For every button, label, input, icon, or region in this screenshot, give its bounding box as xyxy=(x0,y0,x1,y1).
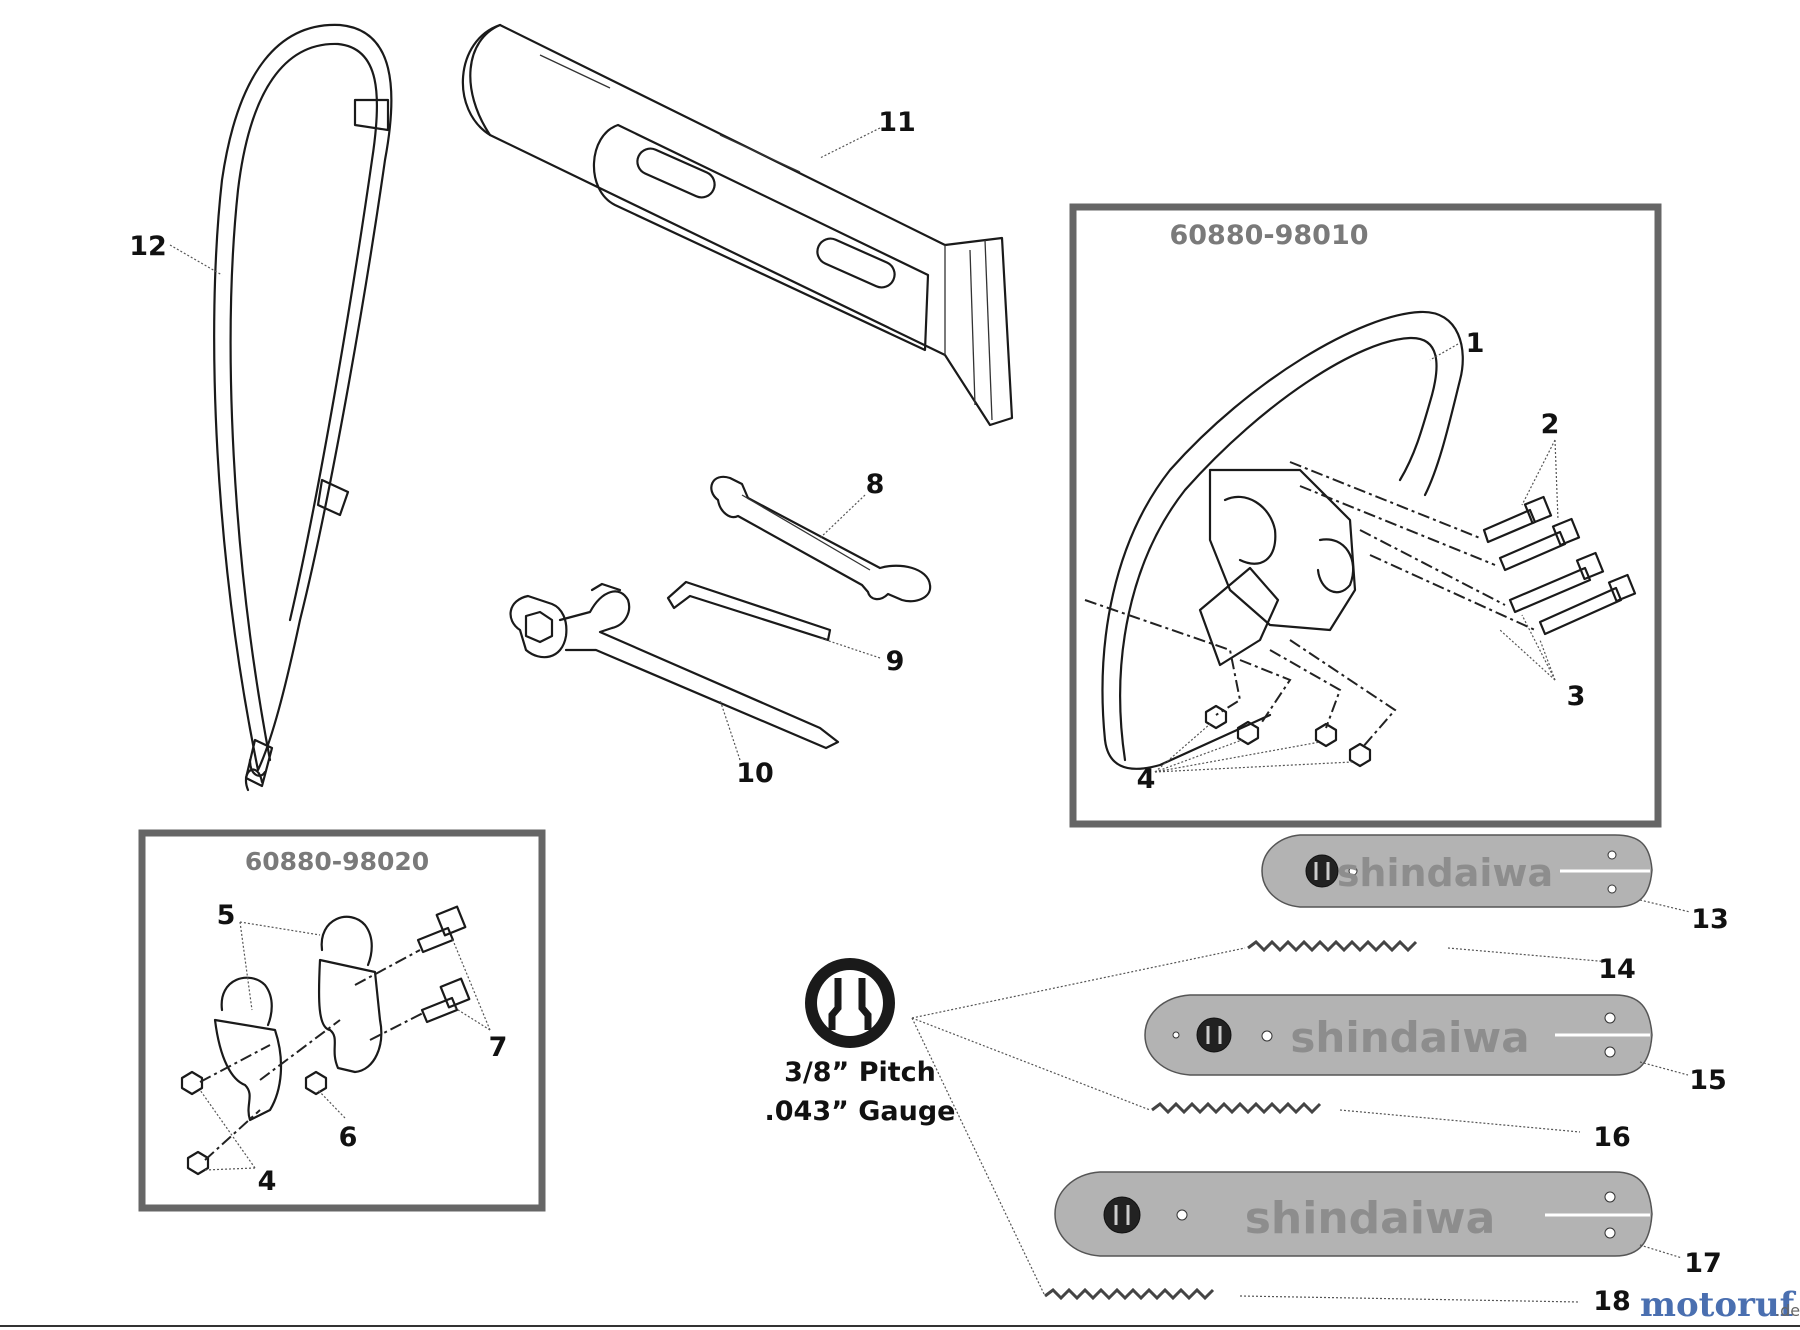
callout-numbers: 12 11 8 9 10 1 2 3 4 5 7 6 4 13 14 15 16… xyxy=(129,107,1729,1317)
assembly-lines xyxy=(1084,461,1536,749)
callout-4-clamp: 4 xyxy=(258,1166,277,1197)
chain-pitch-icon xyxy=(805,958,895,1048)
combination-wrench xyxy=(710,475,932,603)
hex-key xyxy=(666,580,832,642)
chain-pitch-label: 3/8” Pitch xyxy=(784,1057,936,1088)
callout-14: 14 xyxy=(1598,954,1636,985)
clamp-kit-number: 60880-98020 xyxy=(245,847,429,876)
clamps xyxy=(213,915,383,1122)
saw-chain-16 xyxy=(1151,1101,1322,1115)
watermark-text: motoruf xyxy=(1640,1285,1797,1325)
handle-kit-number: 60880-98010 xyxy=(1169,220,1368,251)
callout-12: 12 xyxy=(129,231,167,262)
spark-plug-wrench xyxy=(509,582,840,750)
callout-5: 5 xyxy=(217,900,236,931)
guide-bar-15: shindaiwa xyxy=(1144,994,1653,1076)
callout-15: 15 xyxy=(1689,1065,1727,1096)
callout-8: 8 xyxy=(866,469,885,500)
callout-13: 13 xyxy=(1691,904,1729,935)
clamp-hardware xyxy=(180,905,471,1176)
callout-4-handle: 4 xyxy=(1137,764,1156,795)
saw-chain-14 xyxy=(1247,939,1418,953)
saw-chain-18 xyxy=(1044,1287,1215,1301)
guide-bar-17: shindaiwa xyxy=(1054,1171,1653,1257)
bar-cover xyxy=(461,23,1014,427)
handle-kit-box: 60880-98010 xyxy=(1069,203,1662,828)
watermark-suffix: .de xyxy=(1775,1301,1800,1320)
callout-6: 6 xyxy=(339,1122,358,1153)
callout-18: 18 xyxy=(1593,1286,1631,1317)
callout-1: 1 xyxy=(1466,328,1485,359)
callout-16: 16 xyxy=(1593,1122,1631,1153)
shoulder-strap xyxy=(213,23,393,792)
callout-2: 2 xyxy=(1541,409,1560,440)
bar-brand-17: shindaiwa xyxy=(1245,1193,1496,1244)
screws xyxy=(1482,495,1637,636)
callout-17: 17 xyxy=(1684,1248,1722,1279)
watermark: motoruf .de xyxy=(1640,1285,1800,1325)
front-handle xyxy=(1101,310,1464,770)
guide-bar-13: shindaiwa xyxy=(1261,834,1653,908)
clamp-kit-box: 60880-98020 xyxy=(138,829,546,1212)
nuts xyxy=(1204,704,1372,768)
callout-3: 3 xyxy=(1567,681,1586,712)
bar-brand-13: shindaiwa xyxy=(1337,851,1553,895)
callout-9: 9 xyxy=(886,646,905,677)
chain-gauge-label: .043” Gauge xyxy=(764,1096,955,1127)
callout-7: 7 xyxy=(489,1032,508,1063)
callout-10: 10 xyxy=(736,758,774,789)
bar-brand-15: shindaiwa xyxy=(1290,1013,1529,1062)
callout-11: 11 xyxy=(878,107,916,138)
